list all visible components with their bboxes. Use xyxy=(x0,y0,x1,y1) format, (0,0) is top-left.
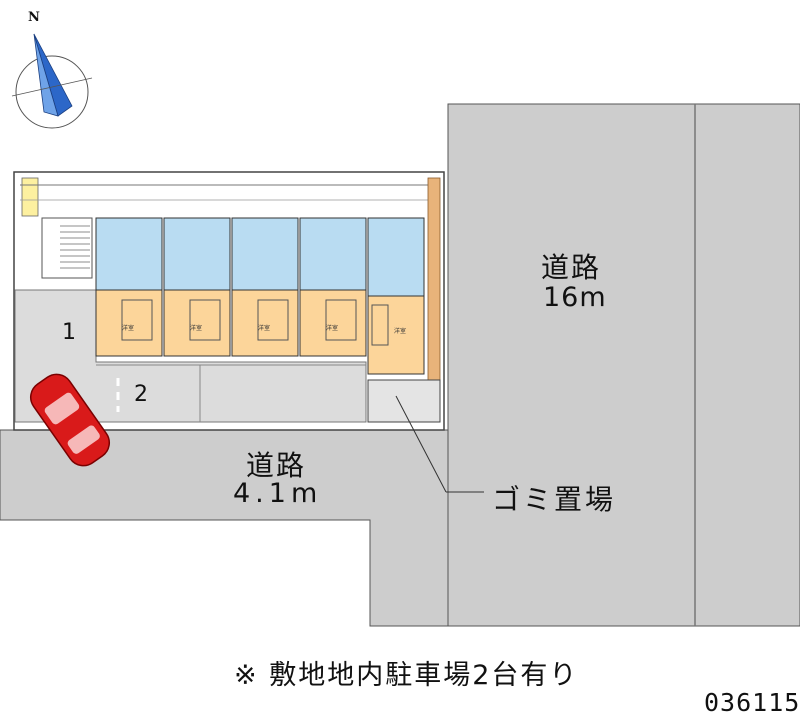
brick-wall xyxy=(427,177,441,384)
unit xyxy=(95,217,163,357)
parking-spot-2: 2 xyxy=(134,382,148,407)
north-label: N xyxy=(28,10,40,25)
garbage-area xyxy=(367,379,441,423)
unit xyxy=(163,217,231,357)
unit xyxy=(299,217,367,357)
parking-spot-1: 1 xyxy=(62,320,76,345)
building xyxy=(95,217,425,375)
compass-icon xyxy=(11,33,93,129)
room-label: 洋室 xyxy=(190,325,203,332)
room-label: 洋室 xyxy=(258,325,271,332)
main-road xyxy=(447,103,800,627)
room-label: 洋室 xyxy=(326,325,339,332)
stairs xyxy=(41,217,93,279)
parking-note: ※ 敷地地内駐車場2台有り xyxy=(234,660,579,691)
main-road-width: 16m xyxy=(543,282,607,313)
side-road-width: 4.1m xyxy=(233,478,323,509)
main-road-name: 道路 xyxy=(541,251,602,284)
property-code: 036115 xyxy=(704,688,800,717)
side-road xyxy=(0,429,449,627)
unit xyxy=(231,217,299,357)
car-icon xyxy=(29,373,111,467)
garbage-area-label: ゴミ置場 xyxy=(492,483,617,516)
room-label: 洋室 xyxy=(394,328,407,335)
unit xyxy=(367,217,425,375)
garbage-leader-line xyxy=(395,395,447,493)
side-road-name: 道路 xyxy=(246,449,307,482)
room-label: 洋室 xyxy=(122,325,135,332)
